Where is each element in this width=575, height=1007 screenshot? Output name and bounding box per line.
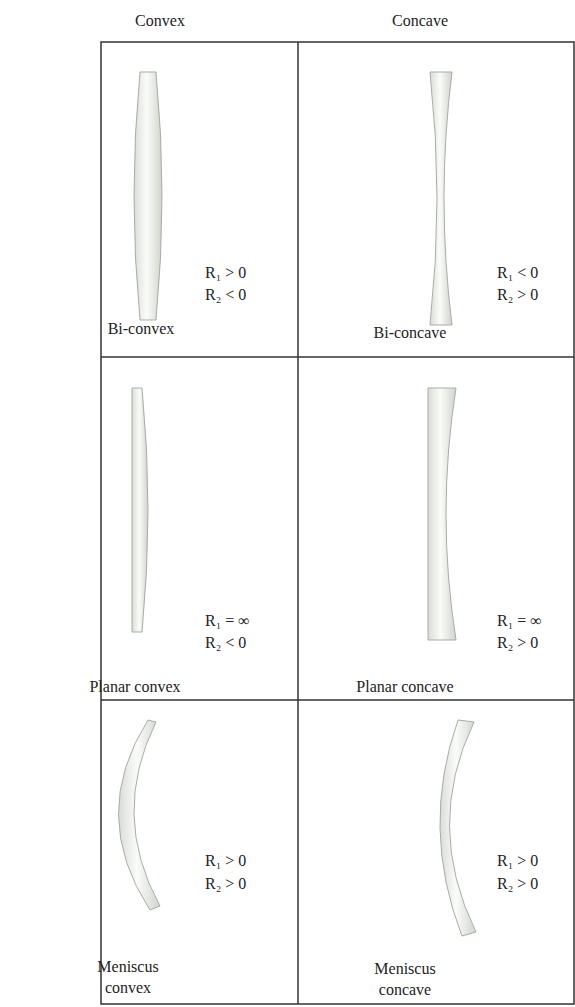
radius-condition: R₁ > 0 [205, 262, 246, 283]
radius-condition: R₁ = ∞ [205, 610, 250, 631]
meniscus-concave-lens [440, 720, 476, 936]
column-header: Concave [392, 10, 448, 31]
radius-condition: R₁ > 0 [205, 850, 246, 871]
lens-name: Bi-convex [108, 318, 175, 339]
biconcave-lens [430, 72, 452, 325]
radius-condition: R₁ = ∞ [497, 610, 542, 631]
lens-name: Planar concave [356, 676, 453, 697]
planar-concave-lens [428, 388, 456, 640]
radius-condition: R₂ < 0 [205, 632, 246, 653]
radius-condition: R₂ < 0 [205, 284, 246, 305]
table-grid [101, 42, 574, 1004]
lens-name: Meniscus convex [83, 956, 173, 998]
radius-condition: R₂ > 0 [497, 284, 538, 305]
radius-condition: R₂ > 0 [497, 873, 538, 894]
radius-condition: R₁ < 0 [497, 262, 538, 283]
radius-condition: R₂ > 0 [205, 873, 246, 894]
lens-name: Planar convex [89, 676, 180, 697]
biconvex-lens [134, 72, 162, 320]
radius-condition: R₁ > 0 [497, 850, 538, 871]
meniscus-convex-lens [118, 720, 160, 910]
radius-condition: R₂ > 0 [497, 632, 538, 653]
lens-name: Meniscus concave [360, 958, 450, 1000]
lens-name: Bi-concave [374, 322, 447, 343]
planar-convex-lens [132, 388, 148, 632]
column-header: Convex [135, 10, 185, 31]
